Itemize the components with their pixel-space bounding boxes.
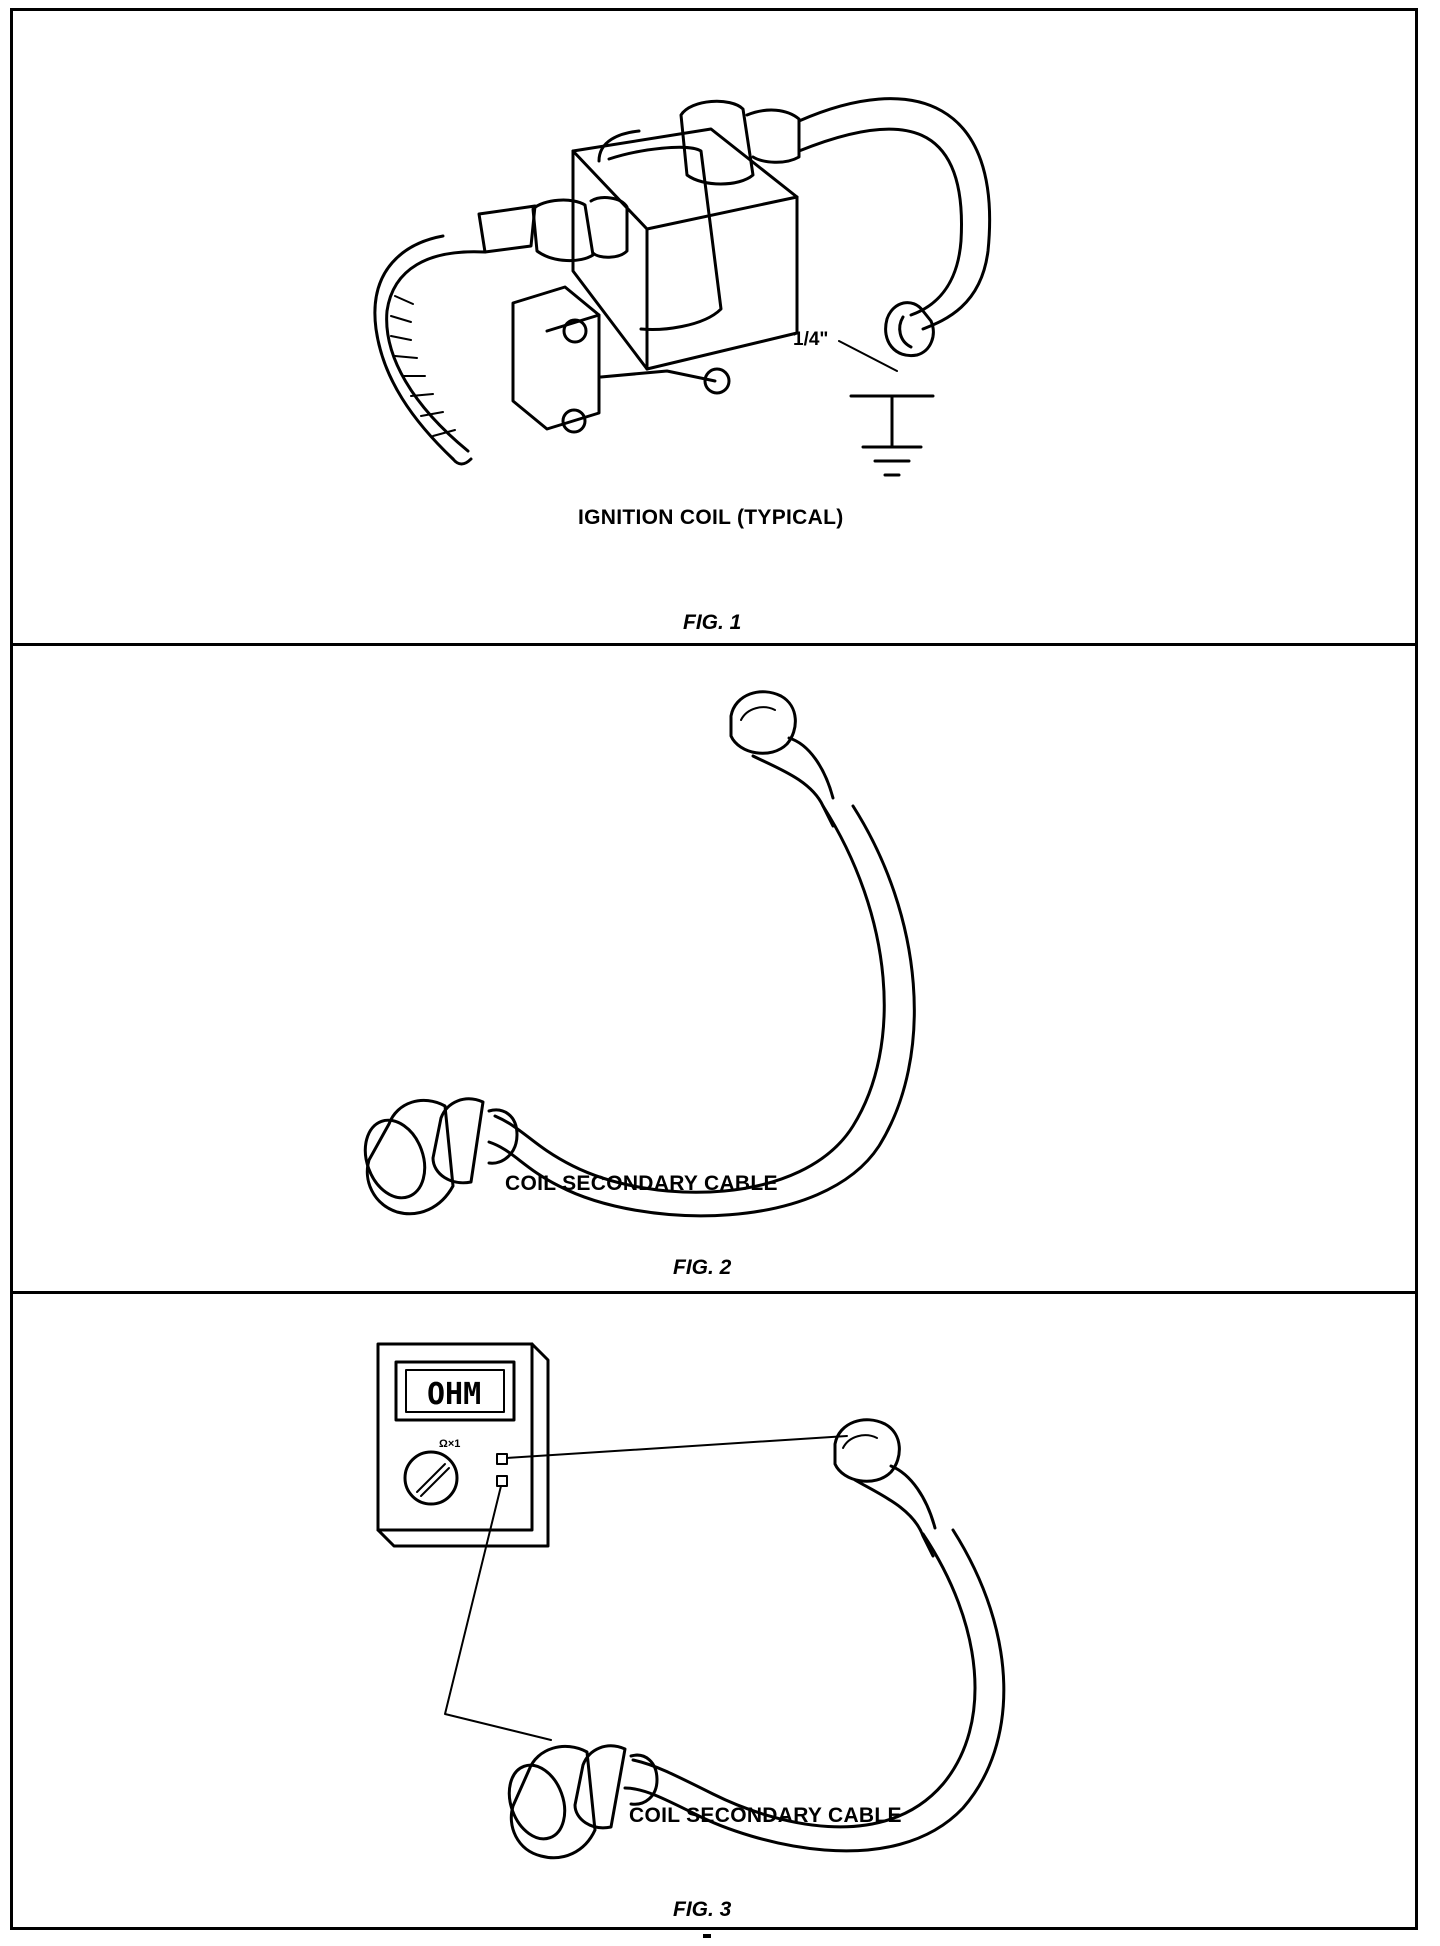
figure-3-panel: OHM Ω×1 COIL SECONDARY CABLE FIG. 3: [13, 1291, 1415, 1933]
meter-range-label: Ω×1: [439, 1438, 461, 1450]
figure-2-caption: COIL SECONDARY CABLE: [505, 1172, 778, 1195]
figure-1-caption: IGNITION COIL (TYPICAL): [578, 506, 844, 529]
figure-1-panel: 1/4" IGNITION COIL (TYPICAL) FIG. 1: [13, 11, 1415, 643]
figure-2-label: FIG. 2: [673, 1256, 732, 1279]
meter-display-text: OHM: [427, 1377, 482, 1412]
figure-2-panel: COIL SECONDARY CABLE FIG. 2: [13, 643, 1415, 1291]
figure-1-label: FIG. 1: [683, 611, 742, 634]
gap-dimension-label: 1/4": [793, 329, 829, 350]
ohmmeter-test-drawing: [376, 1342, 1006, 1860]
page-frame: 1/4" IGNITION COIL (TYPICAL) FIG. 1 COIL…: [10, 8, 1418, 1930]
secondary-cable-drawing: [363, 690, 916, 1218]
page-number-mark: [703, 1934, 711, 1938]
ignition-coil-drawing: [373, 97, 991, 477]
figure-3-caption: COIL SECONDARY CABLE: [629, 1804, 902, 1827]
figure-3-label: FIG. 3: [673, 1898, 732, 1921]
